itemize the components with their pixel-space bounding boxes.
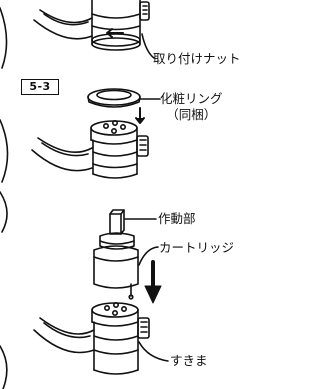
- trim-ring-part: [87, 88, 141, 108]
- cartridge-leader: [138, 246, 159, 266]
- trim-ring-note: （同梱）: [166, 107, 217, 122]
- faucet-spout-1: [33, 9, 93, 40]
- cartridge-part: [93, 209, 139, 300]
- margin-brackets: [0, 7, 9, 389]
- step-badge: 5-3: [21, 79, 59, 95]
- faucet-body-3: [91, 301, 150, 375]
- faucet-spout-2: [31, 137, 93, 172]
- label-actuator: 作動部: [158, 211, 196, 226]
- mounting-nut-leader: [141, 33, 155, 59]
- label-trim-ring: 化粧リング （同梱）: [160, 92, 223, 122]
- label-mounting-nut: 取り付けナット: [153, 51, 241, 66]
- faucet-body-2: [90, 120, 149, 179]
- down-arrow-icon-1: [135, 107, 145, 124]
- faucet-spout-3: [33, 317, 95, 354]
- gap-leader: [138, 341, 169, 362]
- trim-ring-name: 化粧リング: [160, 91, 223, 106]
- down-arrow-icon-2: [144, 260, 162, 304]
- label-cartridge: カートリッジ: [159, 240, 235, 255]
- left-arrow-icon: [106, 28, 124, 38]
- label-gap: すきま: [170, 353, 208, 368]
- faucet-body-1: [91, 0, 150, 51]
